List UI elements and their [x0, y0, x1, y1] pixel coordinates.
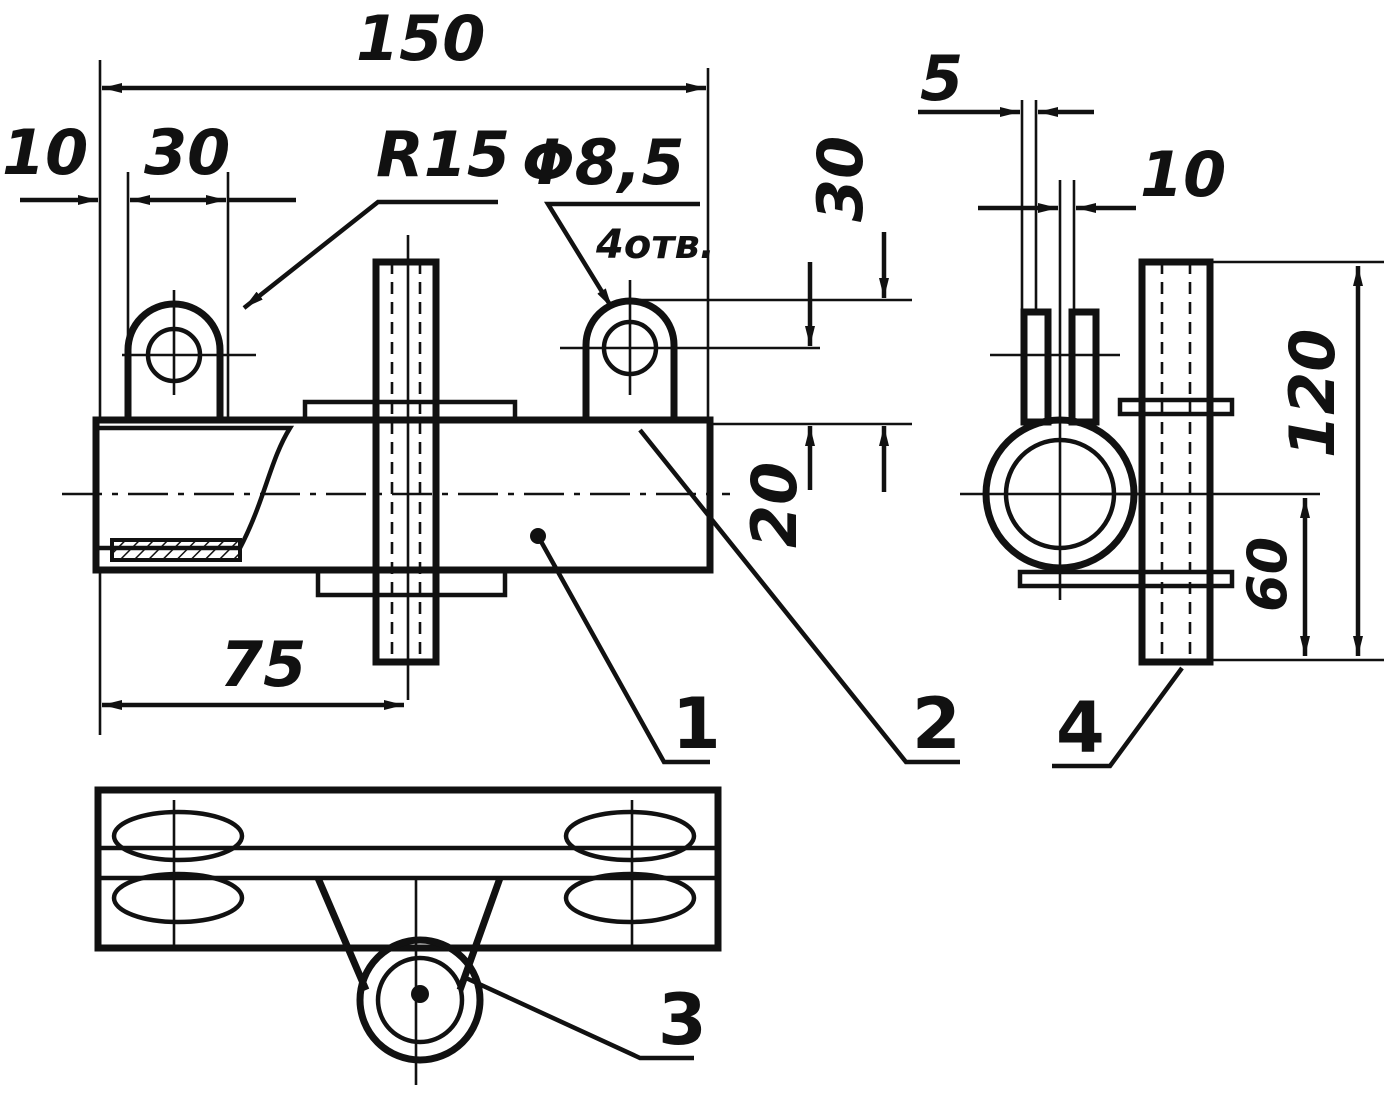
leader-phi85 [543, 201, 700, 310]
leader-2 [638, 428, 960, 765]
leader-1 [536, 534, 710, 765]
upper-clamp [302, 399, 518, 423]
dim-20-label: 20 [738, 462, 811, 548]
top-frame [94, 786, 722, 952]
top-nut-left-upper [111, 809, 245, 863]
dim-30-top-label: 30 [144, 116, 230, 189]
front-view [62, 235, 820, 700]
dimension-lines [20, 60, 1384, 735]
weld-hatch [110, 538, 242, 562]
lower-clamp [315, 570, 508, 598]
callout-1: 1 [672, 683, 721, 765]
lower-bolt [1017, 569, 1235, 589]
dim-75-label: 75 [220, 628, 306, 701]
dim-phi85-label: Φ8,5 [522, 126, 685, 199]
dim-r15-label: R15 [376, 118, 510, 191]
knob-mid [375, 955, 465, 1045]
center-bar [372, 258, 440, 666]
upper-bolt [1117, 397, 1235, 417]
dim-30-vert-label: 30 [804, 136, 877, 222]
holes-count-label: 4отв. [595, 222, 715, 268]
leader-3 [465, 975, 694, 1061]
dim-60-label: 60 [1236, 537, 1299, 612]
callout-2: 2 [912, 683, 961, 765]
top-bracket [314, 876, 504, 992]
leader-4 [1052, 666, 1184, 769]
top-nut-left-lower [111, 871, 245, 925]
top-view [94, 786, 722, 1085]
clamp-ear-left [1020, 308, 1052, 426]
top-nut-right-upper [563, 809, 697, 863]
side-bar [1138, 258, 1214, 666]
dim-5-label: 5 [920, 42, 963, 115]
leader-r15 [242, 199, 498, 310]
knob-outer [356, 936, 484, 1064]
callout-leaders [465, 428, 1184, 1061]
clamp-ear-right [1068, 308, 1100, 426]
knob-center [411, 985, 429, 1003]
dim-10-side-label: 10 [1140, 138, 1226, 211]
callout-3: 3 [658, 979, 707, 1061]
side-view [960, 100, 1235, 666]
top-nut-right-lower [563, 871, 697, 925]
dimension-labels: 150 10 30 R15 Φ8,5 4отв. 30 20 75 5 10 1… [2, 2, 1349, 701]
callout-4: 4 [1056, 687, 1105, 769]
dim-120-label: 120 [1276, 329, 1349, 458]
dim-10-left-label: 10 [2, 116, 88, 189]
callout-labels: 1 2 4 3 [658, 683, 1105, 1061]
dim-150-label: 150 [356, 2, 485, 75]
break-line [96, 425, 295, 551]
